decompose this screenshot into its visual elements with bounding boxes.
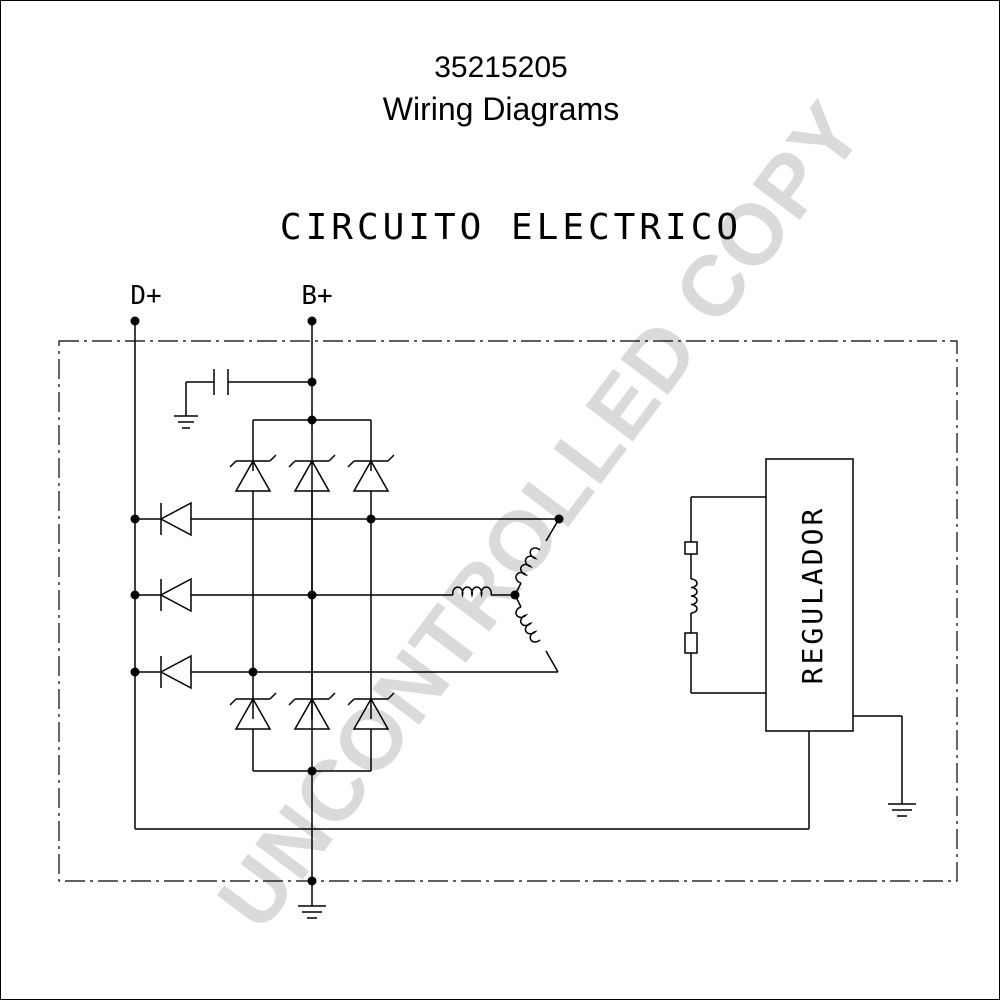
exciter-diodes — [159, 501, 192, 690]
zener-diode — [347, 454, 395, 492]
stator-coil — [515, 547, 541, 584]
diode — [159, 501, 192, 537]
ground-symbol-bridge — [298, 905, 326, 919]
diagram-heading: CIRCUITO ELECTRICO — [280, 207, 742, 248]
diode — [159, 577, 192, 613]
page-title: Wiring Diagrams — [382, 91, 620, 127]
stator-coil — [515, 606, 541, 643]
terminal-b-plus-label: B+ — [301, 281, 332, 311]
part-number: 35215205 — [434, 51, 568, 84]
field-winding — [684, 541, 698, 654]
junction-dots — [130, 316, 564, 886]
zener-diode — [288, 692, 336, 730]
ground-symbol-regulator — [888, 803, 916, 817]
housing-boundary — [58, 340, 958, 882]
terminal-d-plus-label: D+ — [130, 281, 161, 311]
rotor-coil — [690, 578, 698, 614]
brush-top — [684, 541, 698, 555]
stator-coil — [452, 586, 492, 598]
diode — [159, 654, 192, 690]
ground-symbol-capacitor — [174, 415, 198, 429]
capacitor — [213, 369, 229, 395]
zener-diode — [229, 692, 277, 730]
zener-diode — [229, 454, 277, 492]
wires — [134, 321, 903, 906]
zener-diode — [347, 692, 395, 730]
regulator-box — [765, 458, 854, 732]
zener-diodes-positive — [229, 454, 395, 492]
zener-diodes-negative — [229, 692, 395, 730]
brush-bottom — [684, 632, 698, 654]
stator-windings — [452, 547, 541, 643]
zener-diode — [288, 454, 336, 492]
regulator-label: REGULADOR — [796, 506, 829, 685]
